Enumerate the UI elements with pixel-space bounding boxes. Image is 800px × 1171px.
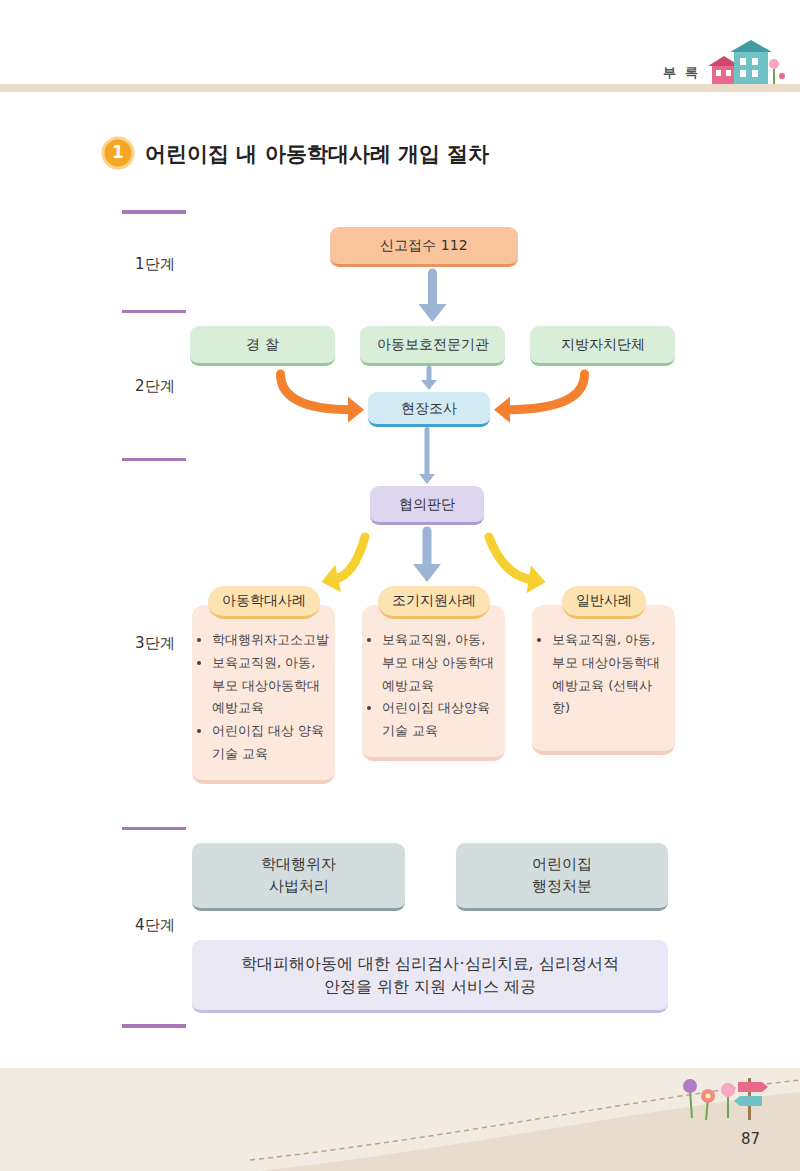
arrow-head: [494, 397, 510, 423]
action-box: 어린이집 행정처분: [456, 843, 668, 911]
case-heading: 일반사례: [562, 586, 646, 619]
flow-arrow: [419, 429, 435, 484]
agency-box: 지방자치단체: [530, 326, 675, 366]
connector-line: [425, 429, 430, 476]
bullet-item: 어린이집 대상 양육기술 교육: [212, 720, 329, 766]
flow-arrow: [281, 374, 365, 423]
arrow-head: [413, 564, 441, 582]
case-body: 학대행위자고소고발보육교직원, 아동, 부모 대상아동학대 예방교육어린이집 대…: [192, 605, 335, 784]
connector-line: [428, 273, 437, 308]
process-box: 현장조사: [368, 392, 490, 427]
bullet-item: 보육교직원, 아동, 부모 대상 아동학대 예방교육: [382, 629, 499, 697]
stage-label: 4단계: [135, 916, 175, 935]
box-text: 협의판단: [399, 494, 455, 514]
arrow-head: [348, 397, 364, 423]
stage-label: 3단계: [135, 634, 175, 653]
box-text: 학대피해아동에 대한 심리검사·심리치료, 심리정서적 안정을 위한 지원 서비…: [232, 952, 628, 998]
flower-illustration: [683, 1078, 768, 1120]
flow-arrow: [494, 374, 585, 423]
title-number-badge: [103, 138, 133, 168]
bullet-item: 학대행위자고소고발: [212, 629, 329, 652]
box-text: 현장조사: [401, 398, 457, 418]
connector-line: [489, 537, 532, 580]
bullet-item: 보육교직원, 아동, 부모 대상아동학대 예방교육: [212, 652, 329, 720]
bullet-list: 보육교직원, 아동, 부모 대상 아동학대 예방교육어린이집 대상양육기술 교육: [368, 629, 499, 743]
arrow-head: [421, 380, 437, 390]
arrow-head: [419, 474, 435, 484]
stage-label: 1단계: [135, 255, 175, 274]
title-number: 1: [111, 142, 125, 162]
agency-box: 아동보호전문기관: [360, 326, 505, 366]
arrow-head: [419, 304, 447, 322]
stage-label: 2단계: [135, 377, 175, 396]
box-text: 아동보호전문기관: [377, 334, 489, 354]
connector-line: [281, 374, 352, 410]
connector-line: [427, 368, 432, 382]
flow-arrow: [322, 537, 366, 592]
house-illustration: [708, 40, 785, 84]
bullet-list: 보육교직원, 아동, 부모 대상아동학대 예방교육 (선택사항): [538, 629, 669, 720]
flow-arrow: [489, 537, 546, 593]
case-heading: 아동학대사례: [208, 586, 320, 619]
case-card: 조기지원사례보육교직원, 아동, 부모 대상 아동학대 예방교육어린이집 대상양…: [362, 586, 505, 761]
report-box: 신고접수 112: [330, 227, 518, 267]
case-card: 아동학대사례학대행위자고소고발보육교직원, 아동, 부모 대상아동학대 예방교육…: [192, 586, 335, 784]
action-box: 학대행위자 사법처리: [192, 843, 405, 911]
agency-box: 경 찰: [190, 326, 335, 366]
support-box: 학대피해아동에 대한 심리검사·심리치료, 심리정서적 안정을 위한 지원 서비…: [192, 940, 668, 1013]
flow-arrow: [413, 531, 441, 582]
page-number: 87: [741, 1130, 760, 1148]
decision-box: 협의판단: [370, 486, 484, 525]
flow-arrow: [421, 368, 437, 390]
case-body: 보육교직원, 아동, 부모 대상아동학대 예방교육 (선택사항): [532, 605, 675, 755]
box-text: 지방자치단체: [561, 334, 645, 354]
footer-ground: [0, 1068, 800, 1171]
connector-line: [507, 374, 585, 410]
section-label: 부 록: [663, 64, 700, 82]
connector-line: [335, 537, 365, 579]
arrow-head: [527, 566, 546, 594]
bullet-item: 어린이집 대상양육기술 교육: [382, 697, 499, 743]
case-heading: 조기지원사례: [378, 586, 490, 619]
bullet-item: 보육교직원, 아동, 부모 대상아동학대 예방교육 (선택사항): [552, 629, 669, 720]
connector-line: [423, 531, 432, 568]
box-text: 신고접수 112: [380, 235, 467, 255]
case-body: 보육교직원, 아동, 부모 대상 아동학대 예방교육어린이집 대상양육기술 교육: [362, 605, 505, 761]
box-text: 경 찰: [246, 334, 278, 354]
bullet-list: 학대행위자고소고발보육교직원, 아동, 부모 대상아동학대 예방교육어린이집 대…: [198, 629, 329, 766]
page-title: 어린이집 내 아동학대사례 개입 절차: [145, 140, 489, 168]
case-card: 일반사례보육교직원, 아동, 부모 대상아동학대 예방교육 (선택사항): [532, 586, 675, 755]
flow-arrow: [419, 273, 447, 322]
box-text: 학대행위자 사법처리: [257, 854, 341, 898]
stage-divider-lines: [122, 210, 186, 1028]
box-text: 어린이집 행정처분: [528, 854, 597, 898]
arrow-head: [322, 565, 341, 592]
header-bar: [0, 84, 800, 92]
